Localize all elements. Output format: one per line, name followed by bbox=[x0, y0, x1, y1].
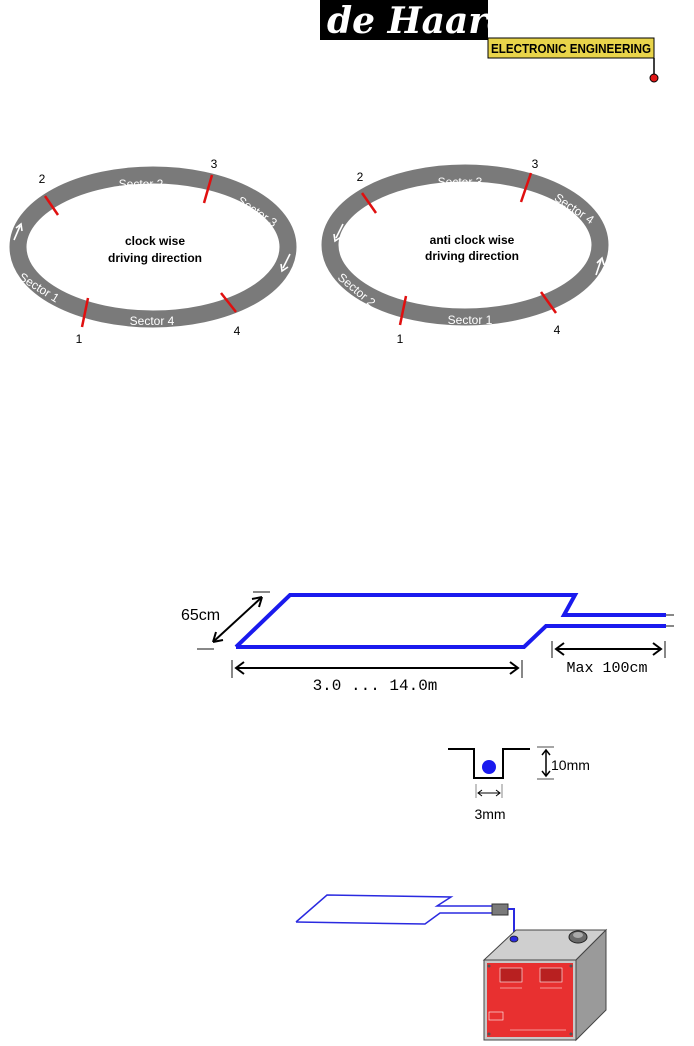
marker-1-number: 1 bbox=[76, 332, 83, 346]
box-connector-inner bbox=[573, 932, 583, 938]
marker-4-number: 4 bbox=[554, 323, 561, 337]
arrow-up-icon bbox=[13, 225, 21, 241]
arrow-down-icon bbox=[335, 223, 344, 239]
company-logo: de Haardt ELECTRONIC ENGINEERING bbox=[320, 0, 659, 83]
marker-2-number: 2 bbox=[357, 170, 364, 184]
groove-width-label: 3mm bbox=[474, 806, 505, 822]
marker-4-number: 4 bbox=[234, 324, 241, 338]
cable-gland bbox=[491, 903, 509, 916]
loop-with-control-box bbox=[295, 894, 608, 1042]
logo-dot bbox=[649, 73, 659, 83]
width-arrow-head-bottom bbox=[212, 631, 224, 643]
logo-black-band bbox=[320, 0, 488, 40]
panel-logo-mark bbox=[488, 1011, 504, 1021]
arrow-up-head bbox=[15, 222, 23, 232]
width-dim-line bbox=[212, 596, 263, 643]
marker-3-number: 3 bbox=[211, 157, 218, 171]
arrow-down-head bbox=[333, 233, 342, 243]
arrow-down-head bbox=[280, 263, 289, 273]
direction-caption-line2: driving direction bbox=[425, 249, 519, 263]
marker-3-number: 3 bbox=[532, 157, 539, 171]
sector-1-label: Sector 1 bbox=[448, 313, 493, 327]
track-oval bbox=[9, 166, 297, 328]
sector-3-label: Sector 3 bbox=[438, 175, 483, 189]
logo-tagline-text: ELECTRONIC ENGINEERING bbox=[491, 41, 651, 56]
screw-icon bbox=[487, 964, 491, 968]
screw-icon bbox=[569, 964, 573, 968]
groove-width-arrows bbox=[477, 789, 501, 797]
sector-4-label: Sector 4 bbox=[130, 314, 175, 328]
screw-icon bbox=[569, 1032, 573, 1036]
wire-circle bbox=[482, 760, 496, 774]
length-label: 3.0 ... 14.0m bbox=[313, 677, 438, 695]
marker-line-2 bbox=[360, 192, 378, 214]
arrow-up-icon bbox=[595, 259, 602, 276]
logo-yellow-band bbox=[487, 37, 655, 59]
depth-label: 10mm bbox=[551, 757, 590, 773]
track-oval bbox=[321, 164, 609, 326]
marker-1-number: 1 bbox=[397, 332, 404, 346]
marker-line-4 bbox=[539, 291, 558, 314]
length-arrow-left bbox=[234, 661, 245, 675]
marker-line-3 bbox=[519, 172, 533, 203]
logo-brand-text: de Haardt bbox=[327, 0, 529, 42]
marker-line-1 bbox=[398, 295, 408, 326]
screw-icon bbox=[487, 1032, 491, 1036]
lead-arrow-right bbox=[652, 642, 663, 656]
panel-switch-right bbox=[539, 967, 563, 983]
length-arrow-right bbox=[509, 661, 520, 675]
width-arrow-head-top bbox=[251, 596, 263, 608]
cable-to-box bbox=[508, 908, 515, 936]
lead-label: Max 100cm bbox=[566, 660, 647, 677]
sector-2-label: Sector 2 bbox=[119, 177, 164, 191]
groove-profile bbox=[448, 748, 530, 779]
groove-cross-section: 10mm 3mm bbox=[448, 746, 590, 822]
loop-dimension-drawing: 65cm 3.0 ... 14.0m Max 100cm bbox=[181, 591, 674, 695]
floor-loop-bottom bbox=[295, 912, 500, 925]
loop-wire-bottom bbox=[236, 624, 666, 649]
marker-2-number: 2 bbox=[39, 172, 46, 186]
depth-arrows bbox=[541, 748, 551, 778]
arrow-down-icon bbox=[282, 253, 291, 269]
direction-caption-line1: clock wise bbox=[125, 234, 185, 248]
marker-line-2 bbox=[43, 195, 60, 216]
direction-caption-line2: driving direction bbox=[108, 251, 202, 265]
panel-switch-left bbox=[499, 967, 523, 983]
direction-caption-line1: anti clock wise bbox=[430, 233, 515, 247]
floor-loop-top bbox=[295, 894, 500, 923]
width-label: 65cm bbox=[181, 607, 220, 624]
arrow-up-head bbox=[596, 256, 605, 266]
marker-line-1 bbox=[80, 297, 90, 328]
marker-line-3 bbox=[202, 174, 214, 204]
marker-line-4 bbox=[220, 292, 237, 313]
loop-wire-top bbox=[234, 593, 666, 649]
lead-arrow-left bbox=[554, 642, 565, 656]
box-cable-entry bbox=[509, 935, 519, 943]
